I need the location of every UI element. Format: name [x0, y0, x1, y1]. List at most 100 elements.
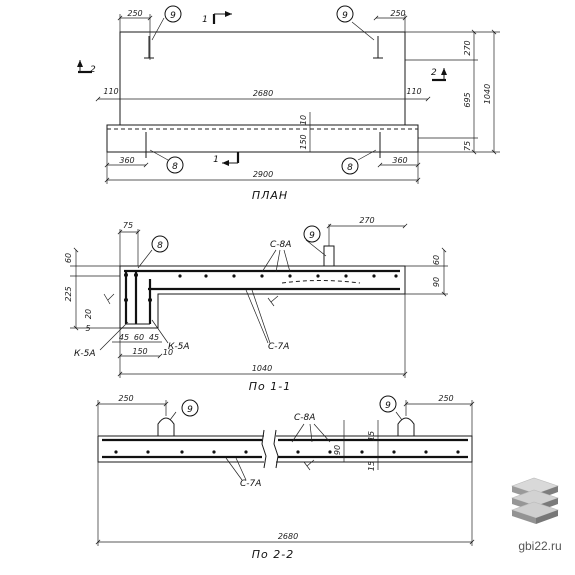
pos-8-label-left: 8: [172, 162, 178, 172]
break-line-right: [273, 429, 279, 469]
rebar-dot: [124, 298, 128, 302]
rebar-dot: [296, 450, 300, 454]
pos-9-label-s2-left: 9: [187, 405, 193, 415]
weld-symbol: [267, 295, 279, 307]
rebar-dot: [260, 274, 264, 278]
rebar-dot: [424, 450, 428, 454]
dim-60-right: 60: [432, 255, 441, 265]
section-2-right-label: 2: [431, 68, 437, 78]
rebar-dot: [204, 274, 208, 278]
section-1-bottom-label: 1: [213, 155, 219, 165]
break-line-left: [261, 429, 267, 469]
pos-8-marker-right: [341, 157, 359, 175]
section-1-view: 9 8 С-8А С-7А К-5А К-5А 75 270 60: [64, 216, 448, 393]
leader-9-right: [351, 21, 375, 41]
pos-9-marker-s2-right: [379, 395, 397, 413]
dim-110-right: 110: [406, 87, 421, 96]
pos-8-marker-left: [166, 156, 184, 174]
rebar-dot: [212, 450, 216, 454]
rebar-label-c8-s2: С-8А: [294, 413, 315, 423]
leader-9-s2-right: [395, 411, 403, 421]
section-2-left-label: 2: [90, 65, 96, 75]
pos-8-marker-s1: [151, 235, 169, 253]
leader-c8-s2: [309, 423, 313, 443]
leader-8-right: [357, 149, 377, 161]
pos-9-label-s1: 9: [309, 231, 315, 241]
weld-symbol: [103, 293, 115, 305]
rebar-dot: [232, 274, 236, 278]
rebar-dot: [146, 450, 150, 454]
leader-8-left: [149, 149, 169, 161]
logo-slab-front-3: [536, 510, 558, 524]
dim-250-right: 250: [390, 9, 405, 18]
loop-hidden: [281, 280, 361, 284]
dim-15-b: 15: [367, 461, 376, 471]
rebar-label-c7-s2: С-7А: [240, 479, 261, 489]
pos-9-marker-s1: [303, 225, 321, 243]
dim-15-a: 15: [367, 431, 376, 441]
leader-c7-s2: [235, 457, 247, 481]
rebar-dot: [148, 298, 152, 302]
leader-8-s1: [137, 249, 153, 269]
dim-695: 695: [463, 92, 472, 107]
pos-9-marker-s2-left: [181, 399, 199, 417]
pos-9-marker-left: [164, 5, 182, 23]
rebar-dot: [178, 274, 182, 278]
leader-c7: [245, 289, 269, 344]
rebar-dot: [316, 274, 320, 278]
dim-60-mid: 60: [134, 333, 144, 342]
leader-c8-s2: [291, 423, 305, 443]
dim-1040: 1040: [483, 84, 492, 104]
pos-9-label-right: 9: [342, 11, 348, 21]
dim-2680: 2680: [253, 89, 273, 98]
section-2-view: 9 9 250 250 С-8А С-7А 90 15 15 2680 По 2: [95, 394, 475, 561]
rebar-dot: [180, 450, 184, 454]
leader-c8: [283, 249, 291, 273]
loop-9-s2-left: [157, 417, 175, 436]
dim-90-s2: 90: [333, 445, 342, 455]
leader-9-s2-left: [169, 411, 177, 421]
pos-9-label-s2-right: 9: [385, 401, 391, 411]
dim-110-left: 110: [103, 87, 118, 96]
pos-8-label-s1: 8: [157, 241, 163, 251]
leader-9-left: [151, 17, 165, 41]
dim-75-s1: 75: [123, 221, 133, 230]
rebar-dot: [344, 274, 348, 278]
section-1-title: По 1-1: [249, 380, 291, 393]
dim-90-s1: 90: [432, 277, 441, 287]
dim-2680-s2: 2680: [278, 532, 298, 541]
section-2-title: По 2-2: [252, 548, 294, 561]
leader-c7-s2: [225, 457, 243, 481]
dim-45-a: 45: [119, 333, 129, 342]
leader-9-s1: [305, 239, 327, 257]
rebar-dot: [394, 274, 398, 278]
dim-360-left: 360: [119, 156, 134, 165]
pos-8-label-right: 8: [347, 163, 353, 173]
dim-360-right: 360: [392, 156, 407, 165]
dim-10: 10: [299, 115, 308, 125]
loop-9-s2-right: [397, 417, 415, 436]
rebar-label-k5-right: К-5А: [168, 342, 190, 352]
pos-9-marker-right: [336, 5, 354, 23]
rebar-label-k5-left: К-5А: [74, 349, 96, 359]
dim-10-s1: 10: [163, 348, 173, 357]
rebar-dot: [124, 273, 128, 277]
rebar-dot: [372, 274, 376, 278]
dim-150-s1: 150: [132, 347, 147, 356]
watermark-text: gbi22.ru: [518, 539, 561, 553]
logo-slab-side-3: [512, 510, 536, 524]
dim-75: 75: [463, 141, 472, 151]
rebar-dot: [456, 450, 460, 454]
rebar-dot: [244, 450, 248, 454]
leader-c8: [261, 249, 277, 273]
rebar-label-c8-s1: С-8А: [270, 240, 291, 250]
rebar-dot: [134, 273, 138, 277]
rebar-dot: [328, 450, 332, 454]
section-1-top-label: 1: [202, 15, 208, 25]
rebar-dot: [114, 450, 118, 454]
watermark-logo: gbi22.ru: [511, 477, 562, 553]
rebar-dot: [360, 450, 364, 454]
dim-1040-s1: 1040: [252, 364, 272, 373]
leader-k5: [151, 319, 169, 344]
